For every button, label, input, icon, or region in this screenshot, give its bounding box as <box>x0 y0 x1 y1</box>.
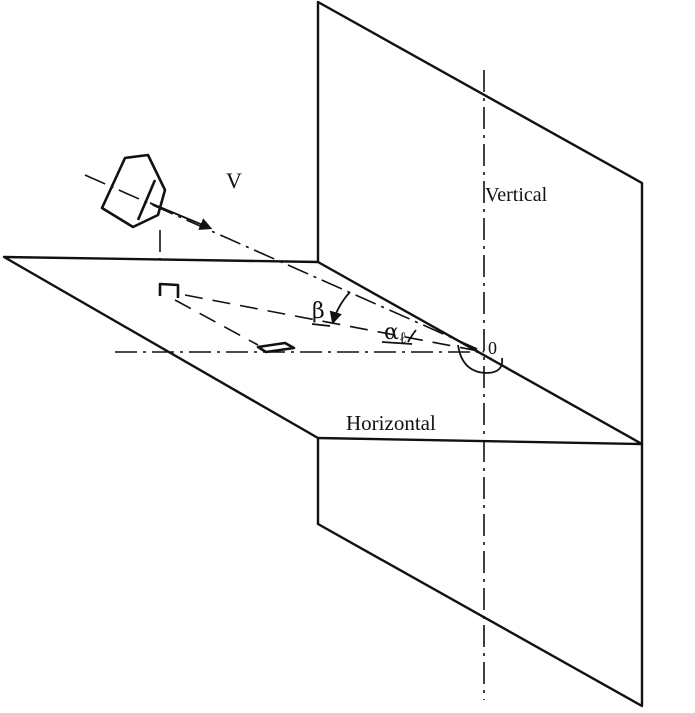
horizontal-plane <box>2 255 644 446</box>
origin-label: 0 <box>488 338 497 358</box>
beta-label: β <box>312 299 325 324</box>
aircraft-object-inner <box>136 179 157 221</box>
ground-projection-mark <box>256 341 296 354</box>
vertical-plane-label: Vertical <box>485 184 548 206</box>
origin-angle-arc <box>457 344 504 374</box>
object-projection-mark <box>158 282 180 298</box>
alpha-angle-arc <box>407 329 417 343</box>
horizontal-plane-label: Horizontal <box>346 411 436 435</box>
alpha-label: α <box>384 320 399 345</box>
vertical-plane-lower <box>316 438 644 708</box>
vertical-plane-upper <box>316 0 644 444</box>
projection-line-upper <box>184 294 485 353</box>
aircraft-object <box>100 153 167 229</box>
alpha-underline <box>381 341 413 345</box>
projection-line-lower <box>174 299 259 346</box>
beta-angle-arc <box>329 291 351 325</box>
alpha-subscript-label: ℓ <box>399 328 407 347</box>
velocity-label: V <box>226 168 242 193</box>
line-of-sight <box>84 174 485 353</box>
beta-underline <box>311 323 331 327</box>
